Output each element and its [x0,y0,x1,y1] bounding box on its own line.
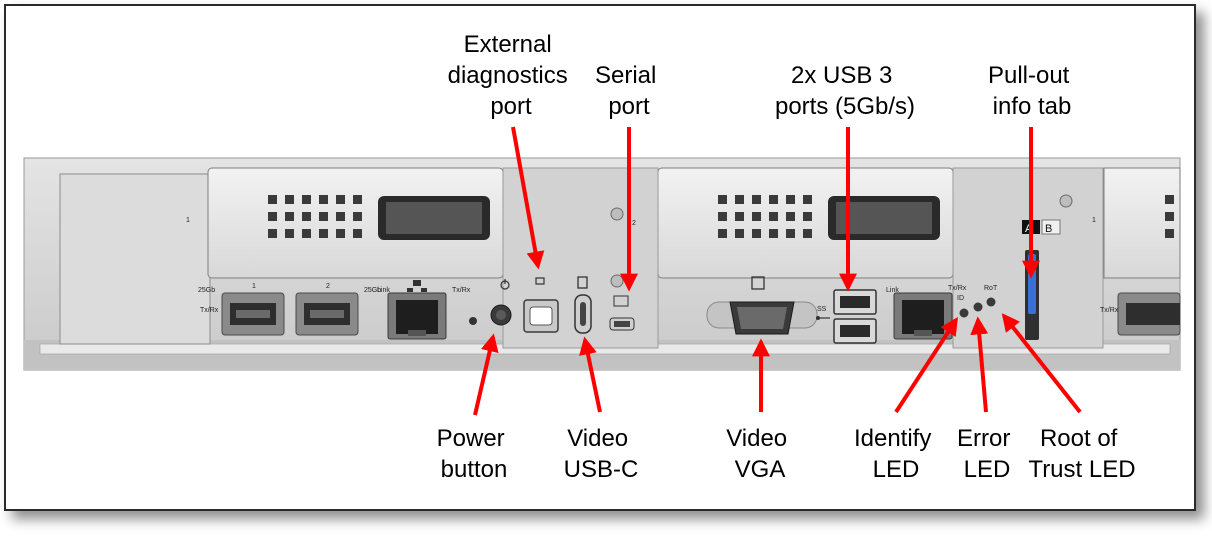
serial-icon [613,295,629,307]
sfp-port-2-label: 2 [326,283,330,290]
callout-video-usbc: Video USB-C [564,425,639,483]
network-icon [407,280,427,292]
txrx-label-right-2: Tx/Rx [1100,307,1119,314]
display-icon [577,276,588,289]
speed-label: 25Gb [198,287,215,294]
vga-icon [751,276,765,290]
vga-port[interactable] [706,301,818,335]
slot-label-2: 2 [632,220,636,227]
power-led [469,317,477,325]
rj45-port-right[interactable] [893,292,953,340]
vent-grid-right [718,195,940,240]
arrow-error [970,316,989,413]
callout-external-diagnostics: External diagnostics port [448,31,575,120]
callout-video-vga: Video VGA [726,425,794,483]
callout-usb3: 2x USB 3 ports (5Gb/s) [775,62,915,120]
sfp-port-right-partial[interactable] [1117,292,1181,336]
usb-ss-label: SS [817,306,827,313]
callout-power: Power button [437,425,512,483]
arrow-usbc [579,336,602,413]
usb-icon [816,316,830,320]
slot-label-1-right: 1 [1092,217,1096,224]
speed-label-2: 25Gb [364,287,381,294]
wrench-icon [535,277,545,285]
callout-error-led: Error LED [957,425,1017,483]
txrx-label-2: Tx/Rx [452,287,471,294]
callout-arrows [473,126,1082,416]
arrow-power [473,333,499,416]
root-of-trust-led [986,297,996,307]
sfp-port-1[interactable] [221,292,285,336]
txrx-label-right: Tx/Rx [948,285,967,292]
callout-serial: Serial port [595,62,663,120]
usb3-port-bottom[interactable] [833,318,877,344]
vent-grid-left [268,195,490,240]
usb3-port-top[interactable] [833,289,877,315]
power-button[interactable] [490,304,512,326]
external-diagnostics-port[interactable] [523,299,559,333]
serial-port[interactable] [609,317,635,331]
link-label-right: Link [886,287,899,294]
sfp-port-1-label: 1 [252,283,256,290]
led-rot-label: RoT [984,285,998,292]
link-label: Link [377,287,390,294]
txrx-label: Tx/Rx [200,307,219,314]
callout-root-of-trust-led: Root of Trust LED [1028,425,1135,483]
error-led [973,302,983,312]
vent-grid-far-right [1165,195,1174,238]
rj45-port-left[interactable] [387,292,447,340]
usb-c-video-port[interactable] [574,294,592,334]
callout-info-tab: Pull-out info tab [988,62,1076,120]
sfp-port-2[interactable] [295,292,359,336]
callout-identify-led: Identify LED [854,425,938,483]
arrow-external-diag [511,126,545,270]
identify-led [959,308,969,318]
chassis [23,157,1181,371]
led-id-label: ID [957,295,964,302]
arrow-identify [894,316,958,414]
power-icon [500,279,510,290]
slot-label-1: 1 [186,217,190,224]
info-tab-label-b: B [1045,223,1052,235]
arrow-rot [1001,313,1082,414]
